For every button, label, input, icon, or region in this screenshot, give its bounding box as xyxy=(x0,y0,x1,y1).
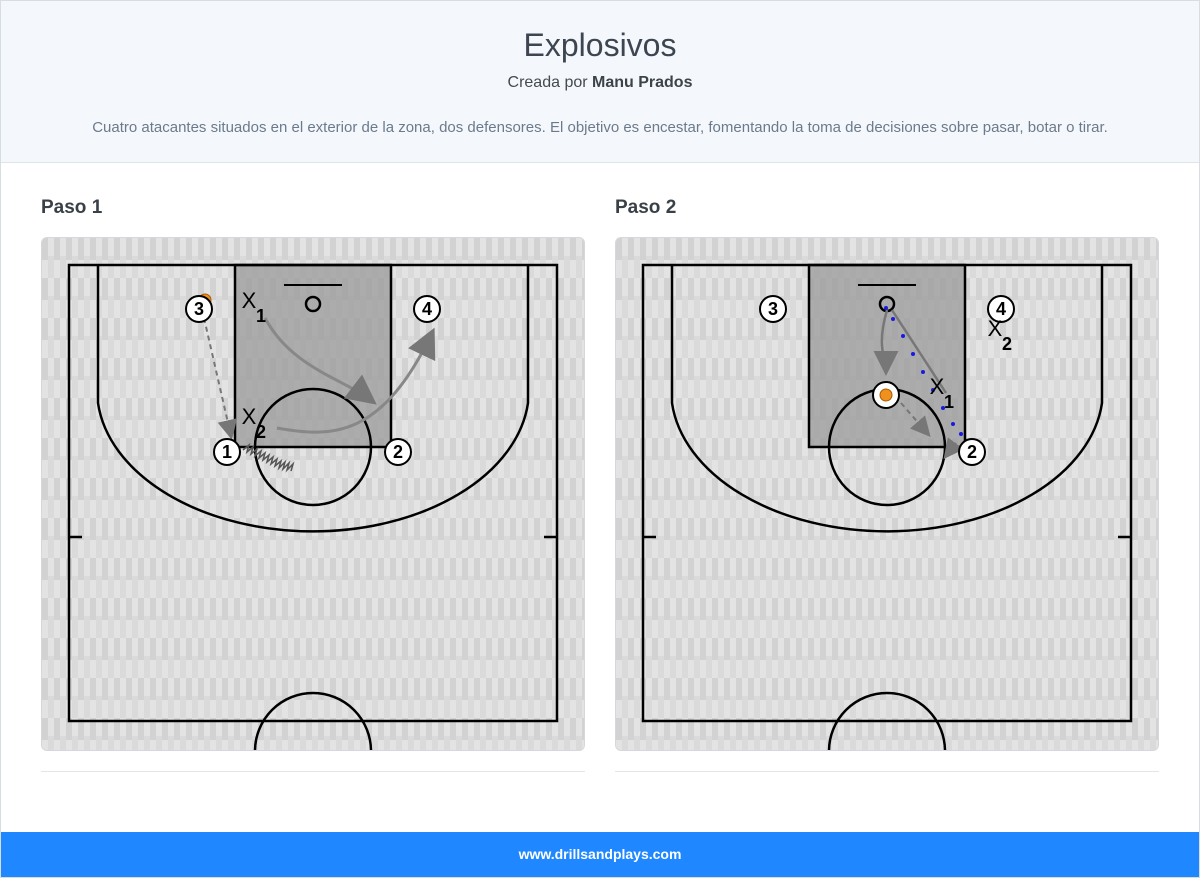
step-2: Paso 2 xyxy=(615,197,1159,772)
svg-text:X: X xyxy=(930,374,945,399)
svg-text:2: 2 xyxy=(393,442,403,462)
svg-text:2: 2 xyxy=(1002,334,1012,354)
attacker-2[interactable]: 2 xyxy=(958,438,986,466)
court-svg: 1 2 3 4 X 1 X xyxy=(42,238,584,750)
screen-path-dots xyxy=(884,306,963,436)
attacker-4[interactable]: 4 xyxy=(987,295,1015,323)
attacker-2[interactable]: 2 xyxy=(384,438,412,466)
pass-arrow xyxy=(943,437,964,460)
author-name[interactable]: Manu Prados xyxy=(592,74,693,91)
drill-title: Explosivos xyxy=(523,27,677,63)
svg-text:2: 2 xyxy=(256,422,266,442)
attacker-1[interactable]: 1 xyxy=(213,438,241,466)
defender-x1[interactable]: X 1 xyxy=(242,288,266,326)
svg-text:X: X xyxy=(242,288,257,313)
footer-link[interactable]: www.drillsandplays.com xyxy=(518,846,682,862)
ball-icon xyxy=(879,388,893,402)
step-title: Paso 2 xyxy=(615,197,677,218)
dribble-line xyxy=(242,442,295,473)
svg-text:X: X xyxy=(988,316,1003,341)
court-lines xyxy=(67,263,559,750)
drill-header: Explosivos Creada por Manu Prados Cuatro… xyxy=(1,1,1199,163)
cut-arrow xyxy=(873,309,899,376)
cut-arrow xyxy=(263,317,377,405)
author-prefix: Creada por xyxy=(507,74,588,91)
attacker-3[interactable]: 3 xyxy=(185,295,213,323)
site-footer: www.drillsandplays.com xyxy=(1,832,1199,877)
attacker-4[interactable]: 4 xyxy=(413,295,441,323)
svg-text:1: 1 xyxy=(944,392,954,412)
step-title: Paso 1 xyxy=(41,197,103,218)
section-divider xyxy=(615,771,1159,772)
players: 2 3 4 X 1 X 2 xyxy=(759,295,1015,466)
players: 1 2 3 4 X 1 X xyxy=(185,288,441,466)
drill-description: Cuatro atacantes situados en el exterior… xyxy=(92,119,1108,136)
section-divider xyxy=(41,771,585,772)
paint-area xyxy=(809,265,965,447)
court-diagram-step-2: 2 3 4 X 1 X 2 xyxy=(615,237,1159,751)
attacker-3[interactable]: 3 xyxy=(759,295,787,323)
cut-line xyxy=(890,309,948,394)
play-movements xyxy=(203,317,436,473)
svg-text:3: 3 xyxy=(194,299,204,319)
svg-text:2: 2 xyxy=(967,442,977,462)
svg-text:4: 4 xyxy=(996,299,1006,319)
court-svg: 2 3 4 X 1 X 2 xyxy=(616,238,1158,750)
svg-text:1: 1 xyxy=(222,442,232,462)
defender-x2[interactable]: X 2 xyxy=(988,316,1012,354)
ball-holder[interactable] xyxy=(872,381,900,409)
paint-area xyxy=(235,265,391,447)
pass-arrow xyxy=(203,317,238,440)
svg-text:3: 3 xyxy=(768,299,778,319)
author-line: Creada por Manu Prados xyxy=(1,74,1199,92)
svg-text:4: 4 xyxy=(422,299,432,319)
pass-arrow xyxy=(900,402,931,438)
defender-x2[interactable]: X 2 xyxy=(242,404,266,442)
cut-arrow xyxy=(276,327,436,434)
defender-x1[interactable]: X 1 xyxy=(930,374,954,412)
step-1: Paso 1 xyxy=(41,197,585,772)
svg-text:1: 1 xyxy=(256,306,266,326)
court-diagram-step-1: 1 2 3 4 X 1 X xyxy=(41,237,585,751)
svg-text:X: X xyxy=(242,404,257,429)
play-movements xyxy=(873,306,964,460)
